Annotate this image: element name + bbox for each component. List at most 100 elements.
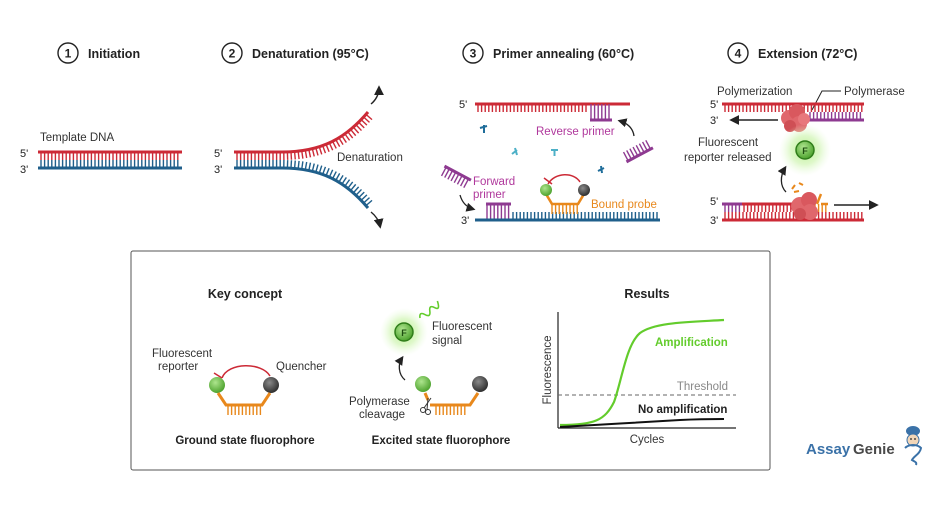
step-4-title: Extension (72°C): [758, 47, 857, 61]
base-pairs: [590, 104, 610, 120]
base-pairs: [236, 113, 373, 160]
quencher-icon: [578, 184, 590, 196]
step-4-number: 4: [735, 47, 742, 61]
template-dna-label: Template DNA: [40, 132, 114, 144]
arrow-icon: [394, 355, 406, 381]
base-pairs: [743, 204, 796, 212]
polymerase-label: Polymerase: [844, 86, 905, 98]
cleaved-reporter-icon: [415, 376, 431, 392]
reporter-released-label-2: reporter released: [684, 152, 772, 164]
three-prime-label: 3': [214, 164, 222, 176]
step-4-extension: Polymerization Polymerase 5' 3' F Fluore…: [684, 86, 905, 227]
three-prime-label: 3': [710, 115, 718, 127]
amplification-label: Amplification: [655, 337, 728, 349]
step-1-header: 1 Initiation: [57, 42, 140, 64]
three-prime-label: 3': [461, 215, 469, 227]
step-3-title: Primer annealing (60°C): [493, 47, 634, 61]
base-pairs: [486, 204, 510, 220]
amplification-curve: [559, 318, 725, 427]
step-1-number: 1: [65, 47, 72, 61]
x-axis-label: Cycles: [630, 434, 665, 446]
brand-name-part2: Genie: [853, 441, 895, 458]
signal-wave-icon: [419, 300, 440, 319]
step-1-template-dna: Template DNA 5' 3': [20, 132, 182, 176]
arrow-icon: [459, 194, 476, 212]
base-pairs: [622, 139, 652, 162]
reporter-icon: [209, 377, 225, 393]
results-title: Results: [624, 287, 669, 301]
reporter-icon: [540, 184, 552, 196]
five-prime-label: 5': [459, 99, 467, 111]
step-4-header: 4 Extension (72°C): [727, 42, 857, 64]
polymerization-label: Polymerization: [717, 86, 792, 98]
step-3-header: 3 Primer annealing (60°C): [462, 42, 634, 64]
step-2-denaturation: 5' 3' Denaturation: [214, 85, 403, 229]
concept-panel: [130, 250, 771, 471]
base-pairs: [724, 204, 741, 212]
denaturation-label: Denaturation: [337, 152, 403, 164]
reporter-released-label-1: Fluorescent: [698, 137, 759, 149]
step-3-number: 3: [470, 47, 477, 61]
bound-probe: [540, 174, 590, 214]
threshold-label: Threshold: [677, 381, 728, 393]
ground-state-label: Ground state fluorophore: [175, 435, 314, 447]
three-prime-label: 3': [710, 215, 718, 227]
no-amplification-curve: [559, 418, 725, 428]
polymerase-cleavage-label-2: cleavage: [359, 409, 405, 421]
polymerase-cleavage-label-1: Polymerase: [349, 396, 410, 408]
arrow-down-icon: [370, 211, 384, 229]
base-pairs: [227, 405, 262, 415]
fluorescent-signal-label-1: Fluorescent: [432, 321, 493, 333]
bound-probe-label: Bound probe: [591, 199, 657, 211]
three-prime-label: 3': [20, 164, 28, 176]
fluorescent-reporter-label-1: Fluorescent: [152, 348, 213, 360]
excited-state-section: F Fluorescent signal Polymerase cleavage…: [349, 300, 511, 447]
scissors-icon: [420, 397, 432, 415]
no-amplification-label: No amplification: [638, 404, 727, 416]
base-pairs: [40, 152, 179, 160]
five-prime-label: 5': [20, 148, 28, 160]
quencher-icon: [263, 377, 279, 393]
reverse-primer-label: Reverse primer: [536, 126, 615, 138]
brand-name-part1: Assay: [806, 441, 851, 458]
quencher-icon: [472, 376, 488, 392]
quencher-label: Quencher: [276, 361, 327, 373]
forward-primer-label-1: Forward: [473, 176, 515, 188]
genie-icon: [904, 426, 923, 466]
polymerase-icon: [791, 192, 818, 220]
key-concept-title: Key concept: [208, 287, 283, 301]
released-reporter-icon: [795, 140, 815, 160]
base-pairs: [435, 405, 466, 415]
base-pairs: [477, 104, 587, 112]
base-pairs: [440, 166, 470, 189]
y-axis-label: Fluorescence: [542, 335, 554, 404]
step-2-title: Denaturation (95°C): [252, 47, 369, 61]
step-3-primer-annealing: 5' Reverse primer Forward primer 3: [440, 99, 660, 227]
fluorescent-reporter-label-2: reporter: [158, 361, 198, 373]
excited-state-label: Excited state fluorophore: [372, 435, 511, 447]
f-letter: F: [802, 146, 808, 156]
f-letter: F: [401, 328, 407, 338]
free-reverse-primer: [622, 139, 654, 164]
results-chart: Results Fluorescence Cycles Threshold Am…: [542, 287, 736, 446]
free-forward-primer: [440, 164, 472, 189]
fluorophore-icon: [394, 322, 414, 342]
five-prime-label: 5': [710, 99, 718, 111]
assaygenie-logo: Assay Genie: [806, 426, 923, 466]
fluorescent-signal-label-2: signal: [432, 335, 462, 347]
probe-fragments: [791, 182, 804, 193]
step-1-title: Initiation: [88, 47, 140, 61]
five-prime-label: 5': [710, 196, 718, 208]
step-2-number: 2: [229, 47, 236, 61]
arrow-up-icon: [370, 85, 384, 105]
step-2-header: 2 Denaturation (95°C): [221, 42, 369, 64]
base-pairs: [551, 204, 578, 214]
forward-primer-label-2: primer: [473, 189, 506, 201]
key-concept-section: Key concept Fluorescent reporter Quenche…: [152, 287, 327, 447]
base-pairs: [236, 160, 373, 207]
arrow-icon: [617, 118, 635, 137]
five-prime-label: 5': [214, 148, 222, 160]
free-nucleotides: [479, 125, 605, 174]
arrow-icon: [777, 165, 787, 193]
